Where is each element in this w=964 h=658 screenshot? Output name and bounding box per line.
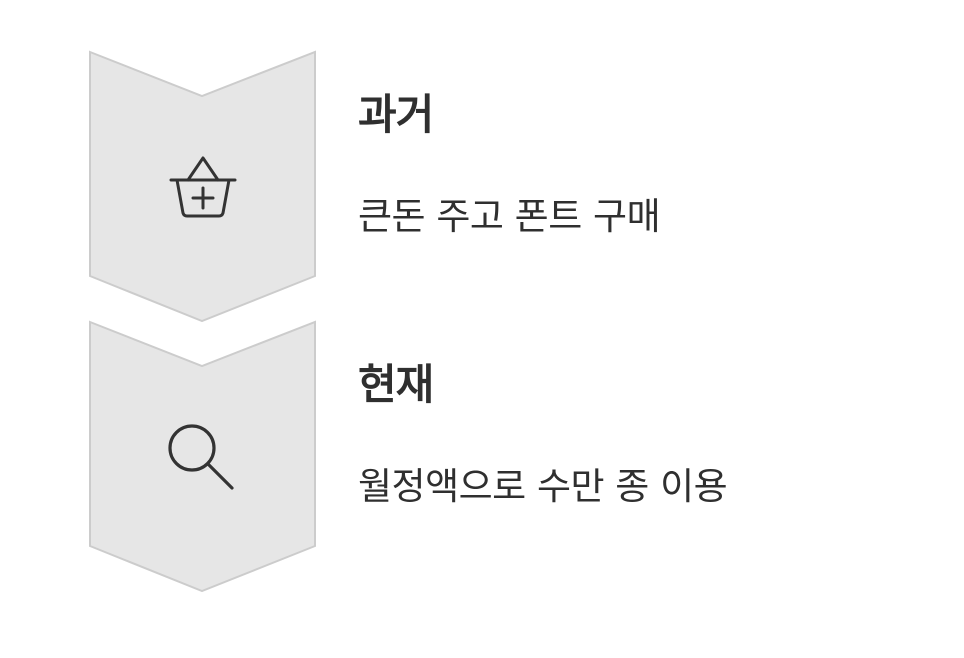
chevron-shape bbox=[88, 50, 318, 322]
step-title: 현재 bbox=[358, 360, 434, 409]
chevron-shape bbox=[88, 320, 318, 592]
magnifying-glass-icon bbox=[168, 422, 238, 492]
step-description: 월정액으로 수만 종 이용 bbox=[358, 465, 728, 508]
step-present: 현재 월정액으로 수만 종 이용 bbox=[0, 320, 964, 592]
step-past: 과거 큰돈 주고 폰트 구매 bbox=[0, 50, 964, 322]
step-title: 과거 bbox=[358, 90, 434, 139]
shopping-basket-plus-icon bbox=[168, 152, 238, 222]
step-description: 큰돈 주고 폰트 구매 bbox=[358, 195, 661, 238]
